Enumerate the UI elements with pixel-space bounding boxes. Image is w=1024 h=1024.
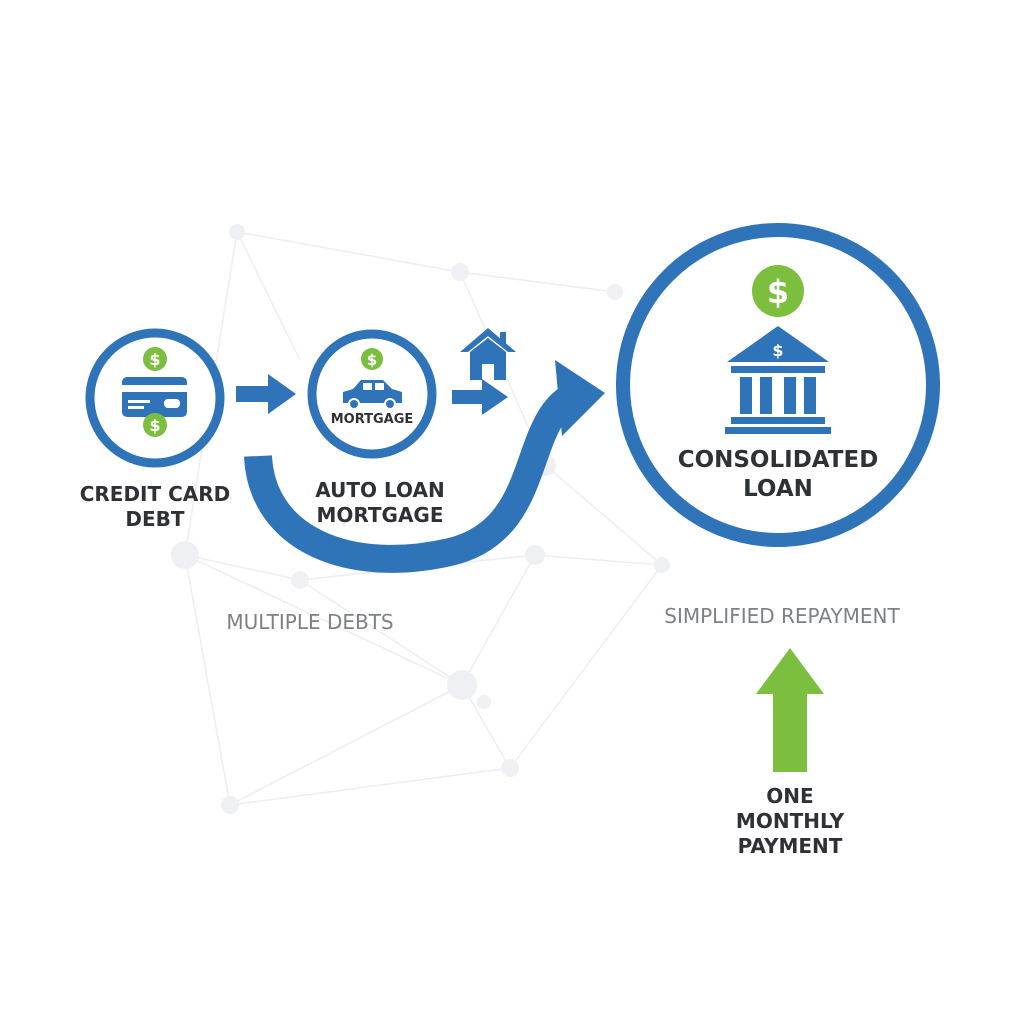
arrow-right-icon: [236, 374, 296, 414]
auto-loan-inner-label: MORTGAGE: [322, 412, 422, 428]
payment-label-line2: MONTHLY: [735, 809, 845, 833]
house-icon: [460, 328, 516, 380]
credit-card-debt-label: CREDIT CARD DEBT: [60, 482, 250, 532]
bank-icon: $: [725, 326, 831, 434]
car-icon: [343, 380, 402, 410]
dollar-coin-icon: $: [361, 348, 383, 370]
consolidated-loan-label: CONSOLIDATED LOAN: [660, 446, 896, 504]
dollar-sign: $: [149, 350, 160, 369]
auto-loan-label-line1: AUTO LOAN: [315, 478, 445, 502]
multiple-debts-label: MULTIPLE DEBTS: [190, 610, 430, 635]
payment-label-line1: ONE: [766, 784, 814, 808]
multiple-debts-text: MULTIPLE DEBTS: [226, 610, 394, 634]
dollar-sign: $: [772, 341, 783, 360]
network-nodes: [171, 224, 670, 814]
payment-label-line3: PAYMENT: [737, 834, 843, 858]
credit-card-label-line1: CREDIT CARD: [79, 482, 231, 506]
auto-loan-label: AUTO LOAN MORTGAGE: [290, 478, 470, 528]
consolidated-loan-circle: [616, 223, 940, 547]
credit-card-label-line2: DEBT: [125, 507, 185, 531]
one-monthly-payment-label: ONE MONTHLY PAYMENT: [700, 784, 880, 859]
dollar-coin-icon: $: [752, 265, 804, 317]
arrow-right-icon: [452, 379, 508, 415]
dollar-sign: $: [767, 273, 789, 311]
consolidated-label-line1: CONSOLIDATED: [677, 447, 879, 473]
auto-loan-inner-text: MORTGAGE: [330, 412, 414, 427]
swoosh-arrow-icon: [244, 360, 605, 573]
simplified-repayment-text: SIMPLIFIED REPAYMENT: [664, 604, 900, 628]
credit-card-icon: [122, 377, 187, 417]
dollar-sign: $: [149, 416, 160, 435]
dollar-coin-icon: $: [143, 347, 167, 371]
consolidated-label-line2: LOAN: [743, 475, 813, 502]
dollar-sign: $: [367, 351, 377, 369]
up-arrow-icon: [756, 648, 824, 772]
simplified-repayment-label: SIMPLIFIED REPAYMENT: [622, 604, 942, 629]
dollar-coin-icon: $: [143, 413, 167, 437]
auto-loan-label-line2: MORTGAGE: [316, 503, 444, 527]
